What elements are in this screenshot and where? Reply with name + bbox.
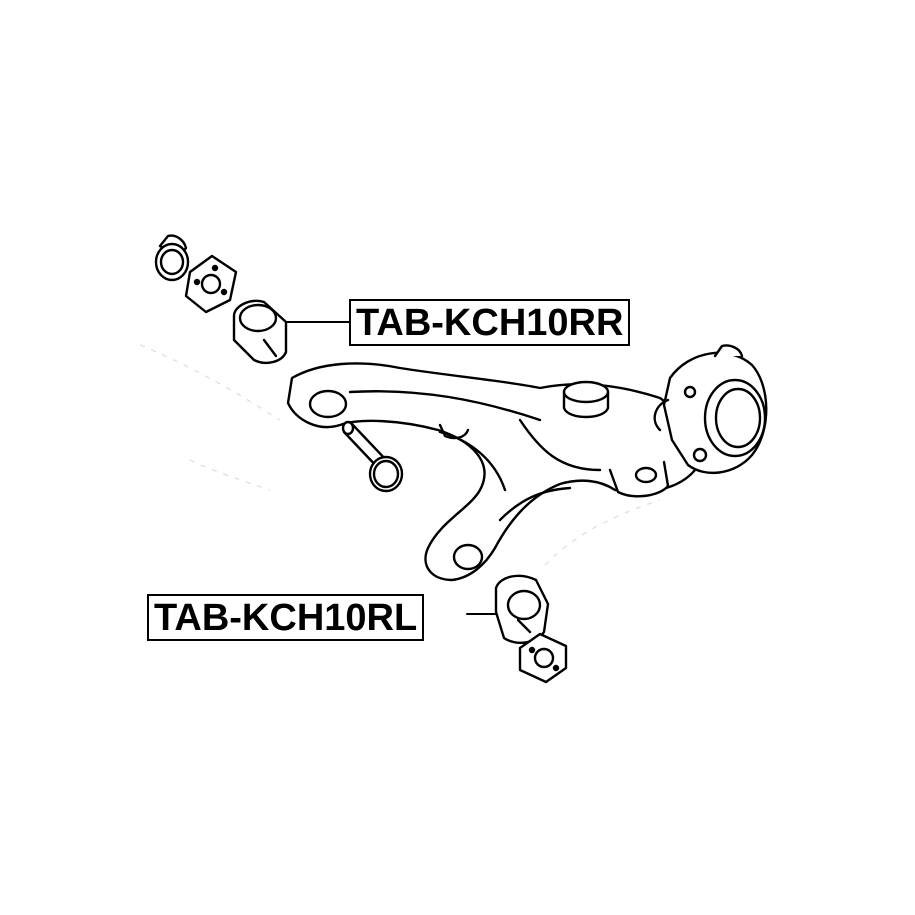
camber-bolt — [341, 420, 404, 493]
upper-exploded-parts — [154, 234, 288, 364]
lower-control-arm — [286, 362, 697, 582]
lower-bushing-eye — [452, 543, 484, 571]
upper-bushing-eye — [308, 389, 348, 419]
part-number-label-rr: TAB-KCH10RR — [349, 299, 631, 346]
leader-lines — [285, 321, 497, 615]
lower-exploded-parts — [494, 574, 568, 684]
part-number-label-rl: TAB-KCH10RL — [147, 594, 425, 641]
spring-seat — [562, 380, 610, 404]
hub-knuckle — [653, 344, 768, 474]
